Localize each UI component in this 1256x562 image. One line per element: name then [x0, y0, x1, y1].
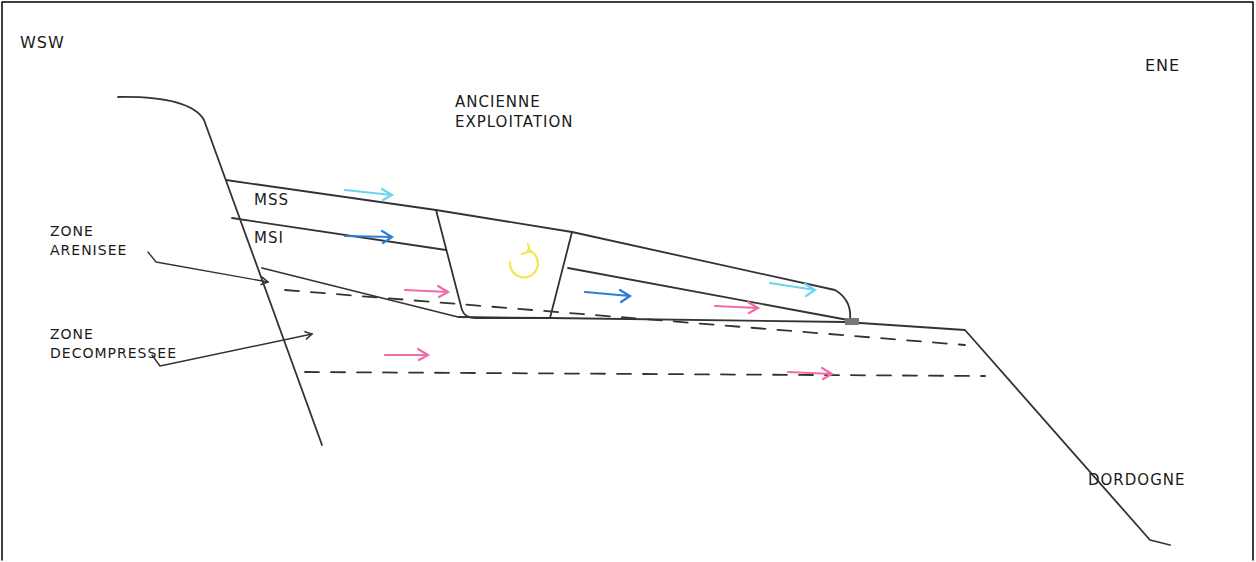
section-label: DORDOGNE [1088, 470, 1228, 490]
mss-msi-boundary [568, 268, 848, 320]
circulation-arrow [510, 244, 538, 277]
flow-arrow [585, 290, 630, 302]
flow-arrow [345, 231, 392, 243]
flow-arrow [788, 368, 832, 379]
section-label: WSW [20, 32, 100, 54]
outlet [845, 318, 859, 325]
flow-arrow [770, 283, 815, 296]
exploitation-pit [436, 210, 572, 318]
zone-boundary [285, 290, 965, 345]
flow-arrow [385, 349, 428, 360]
flow-arrow [405, 286, 448, 297]
section-label: ANCIENNE EXPLOITATION [455, 92, 605, 133]
flow-arrow [345, 189, 392, 200]
flow-arrow [715, 302, 758, 313]
zone-boundary [305, 372, 985, 376]
section-label: ENE [1145, 55, 1225, 77]
mss-msi-boundary [232, 218, 446, 250]
section-label: ZONE DECOMPRESSEE [50, 325, 200, 363]
section-label: ZONE ARENISEE [50, 222, 160, 260]
mss-top [226, 180, 850, 320]
section-label: MSI [254, 228, 314, 248]
ground-line [262, 268, 1170, 545]
leader-line [148, 252, 268, 282]
cliff-line [118, 97, 322, 445]
section-label: MSS [254, 190, 314, 210]
